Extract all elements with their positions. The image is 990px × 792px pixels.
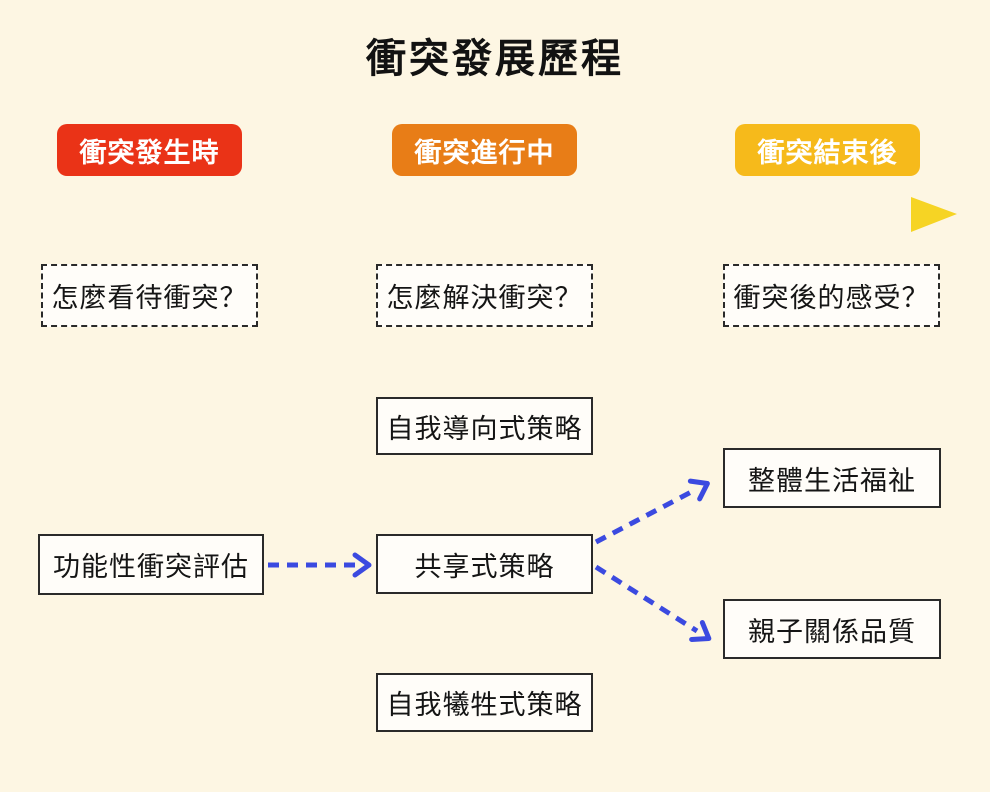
connector-shared-to-relationship <box>594 564 712 642</box>
node-overall-life-wellbeing: 整體生活福祉 <box>723 448 941 508</box>
node-functional-conflict-assessment: 功能性衝突評估 <box>38 534 264 595</box>
page-title: 衝突發展歷程 <box>366 37 624 81</box>
node-parent-child-relationship-quality: 親子關係品質 <box>723 599 941 659</box>
stage-badge-conflict-ongoing: 衝突進行中 <box>392 124 577 176</box>
question-box-resolve-conflict: 怎麼解決衝突？ <box>376 264 593 327</box>
node-self-sacrificing-strategy: 自我犧牲式策略 <box>376 673 593 732</box>
node-shared-strategy: 共享式策略 <box>376 534 593 594</box>
question-box-view-conflict: 怎麼看待衝突？ <box>41 264 258 327</box>
timeline-arrowhead-icon <box>911 197 957 232</box>
node-self-directed-strategy: 自我導向式策略 <box>376 397 593 455</box>
stage-badge-conflict-ended: 衝突結束後 <box>735 124 920 176</box>
question-box-feelings-after-conflict: 衝突後的感受？ <box>723 264 940 327</box>
stage-badge-conflict-onset: 衝突發生時 <box>57 124 242 176</box>
connector-shared-to-wellbeing <box>594 478 710 545</box>
